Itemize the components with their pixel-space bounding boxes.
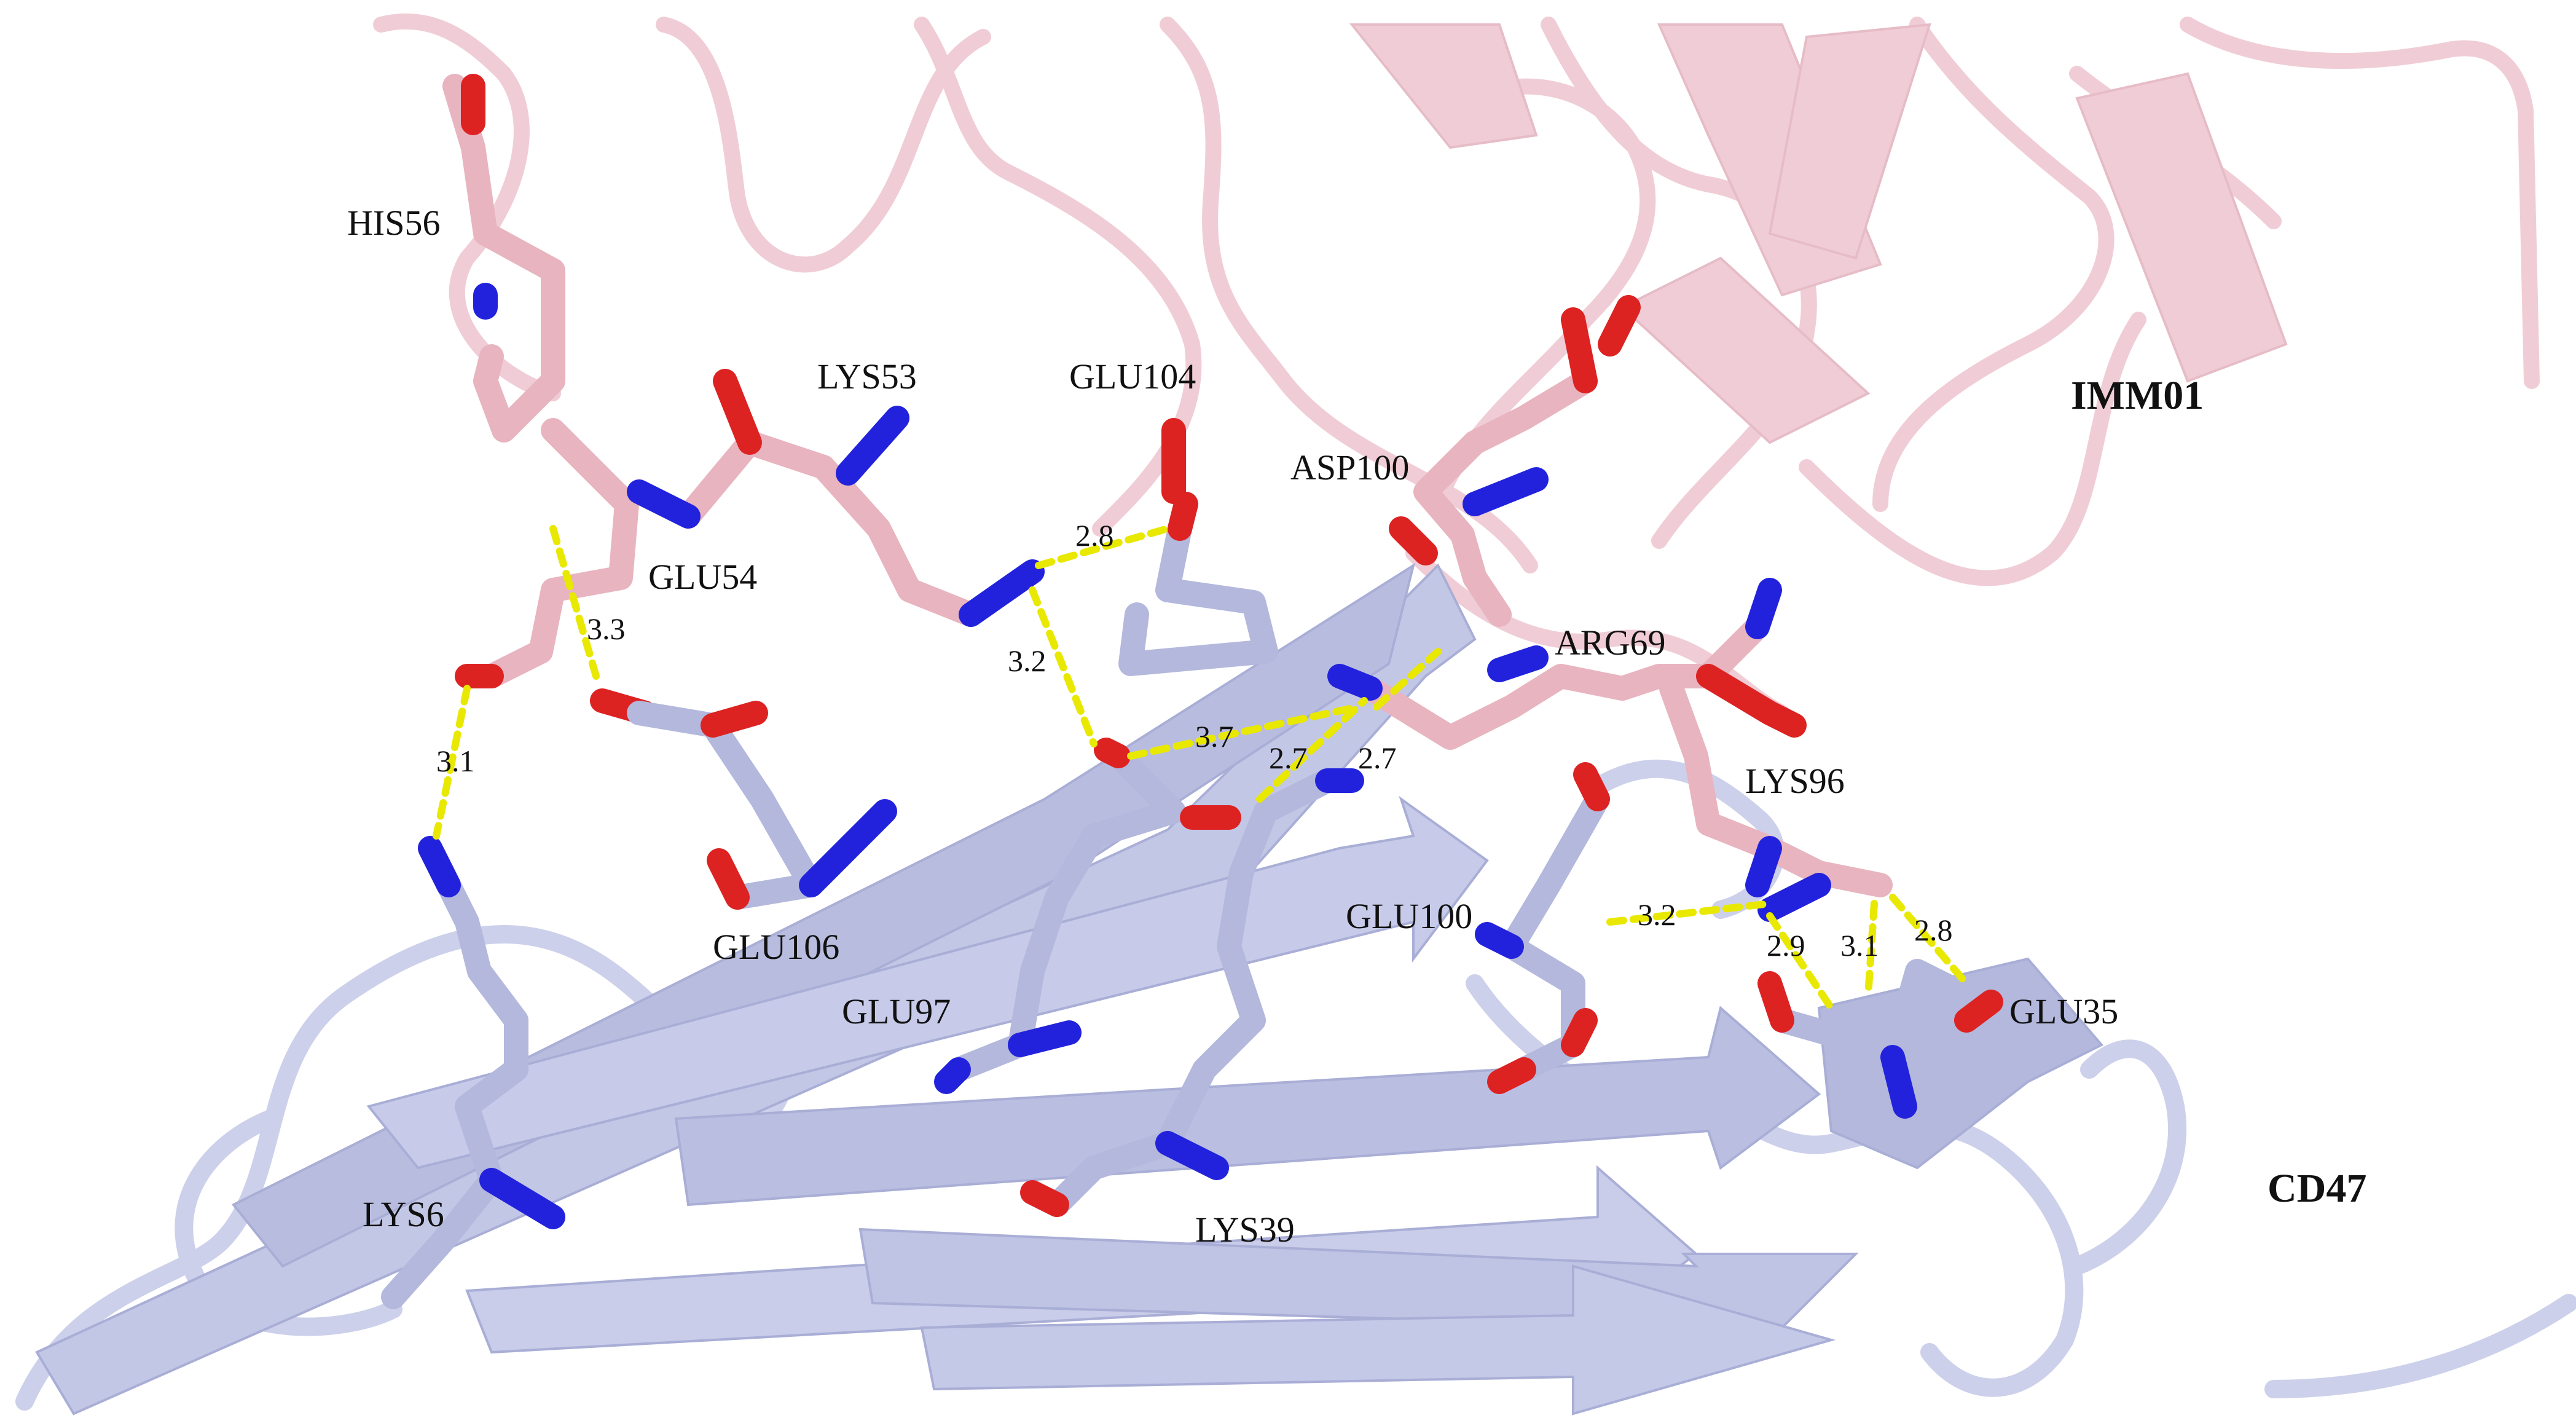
hbond-glu100-lys96 <box>1606 900 1773 926</box>
asp100-sticks <box>1413 369 1598 627</box>
residue-label-glu106: GLU106 <box>713 927 839 967</box>
lys39-sticks <box>1045 768 1340 1217</box>
distance-label: 3.2 <box>1638 897 1676 932</box>
distance-label: 2.8 <box>1075 518 1114 553</box>
cd47-beta-strands <box>35 562 2104 1416</box>
glu54-sticks <box>479 418 639 688</box>
residue-label-arg69: ARG69 <box>1555 623 1665 663</box>
lys96-sticks <box>1659 676 1893 897</box>
hbond-glu97-arg69 <box>1127 703 1362 760</box>
residue-label-lys6: LYS6 <box>363 1194 444 1234</box>
residue-label-lys53: LYS53 <box>817 356 917 396</box>
glu106-sticks <box>627 701 823 910</box>
distance-labels: 2.8 3.3 3.1 3.2 3.7 2.7 2.7 3.2 2.9 3.1 … <box>436 518 1953 963</box>
chain-labels: IMM01 CD47 <box>2071 373 2366 1211</box>
distance-label: 2.7 <box>1358 741 1397 775</box>
distance-label: 2.9 <box>1767 928 1805 963</box>
hbond-arg69-a <box>1256 697 1368 803</box>
residue-labels: HIS56 LYS53 GLU104 ASP100 GLU54 ARG69 LY… <box>347 203 2118 1250</box>
hbond-lys96-glu35-b <box>1864 900 1878 999</box>
imm01-beta-strands <box>1349 23 2288 444</box>
hbond-lys96-glu35-c <box>1889 894 1970 987</box>
distance-label: 3.1 <box>436 744 475 778</box>
distance-label: 3.3 <box>587 612 626 646</box>
lys53-sticks <box>676 430 983 627</box>
cd47-sticks <box>381 418 2003 1309</box>
chain-label-imm01: IMM01 <box>2071 373 2204 418</box>
hbond-lys53-glu104 <box>1035 525 1171 569</box>
chain-label-cd47: CD47 <box>2268 1166 2366 1211</box>
glu104-sticks <box>1118 516 1278 676</box>
distance-label: 2.8 <box>1914 913 1953 947</box>
residue-label-his56: HIS56 <box>347 203 440 243</box>
hbond-glu54-a <box>549 525 600 680</box>
residue-label-glu35: GLU35 <box>2009 991 2118 1031</box>
residue-label-lys96: LYS96 <box>1745 761 1845 801</box>
his56-sticks <box>442 74 565 443</box>
lys6-sticks <box>381 836 528 1309</box>
residue-label-glu97: GLU97 <box>842 991 951 1031</box>
hbond-lys96-glu35-a <box>1766 912 1835 1012</box>
residue-label-glu104: GLU104 <box>1069 356 1196 396</box>
distance-label: 3.7 <box>1195 719 1234 754</box>
imm01-sticks <box>442 74 1893 922</box>
hbond-arg69-b <box>1373 648 1442 711</box>
distance-label: 2.7 <box>1269 741 1308 775</box>
distance-label: 3.1 <box>1840 928 1879 963</box>
residue-label-glu100: GLU100 <box>1346 896 1472 936</box>
hydrogen-bonds <box>433 525 1970 1012</box>
hbond-lys53-glu97 <box>1029 586 1098 747</box>
residue-label-glu54: GLU54 <box>648 557 757 597</box>
residue-label-lys39: LYS39 <box>1195 1210 1295 1250</box>
residue-label-asp100: ASP100 <box>1290 447 1409 487</box>
hbond-glu54-lys6 <box>433 685 471 840</box>
distance-label: 3.2 <box>1008 644 1046 678</box>
